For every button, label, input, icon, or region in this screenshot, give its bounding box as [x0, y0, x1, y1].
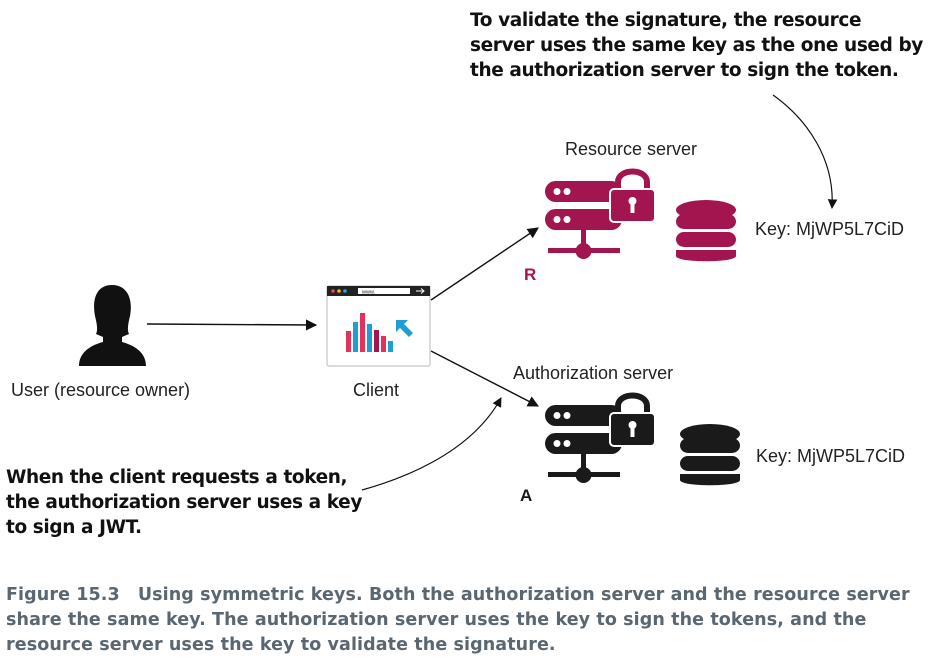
resource-lock-icon	[609, 168, 656, 223]
figure-caption-text: Using symmetric keys. Both the authoriza…	[6, 585, 910, 655]
top-note-arrow	[772, 94, 838, 209]
user-label: User (resource owner)	[11, 380, 191, 400]
browser-url-text: www.	[361, 290, 376, 296]
figure-number: Figure 15.3	[6, 585, 120, 605]
bottom-annotation: When the client requests a token, the au…	[6, 467, 362, 538]
client-to-authorization-arrow	[430, 350, 539, 407]
authorization-server-tag: A	[520, 486, 533, 505]
authorization-lock-icon	[609, 392, 656, 447]
user-to-client-arrow	[146, 319, 318, 331]
bottom-note-arrow	[361, 397, 502, 491]
authorization-server-label: Authorization server	[513, 363, 674, 383]
top-annotation: To validate the signature, the resource …	[470, 10, 923, 81]
client-label: Client	[353, 380, 400, 400]
authorization-server-icon	[545, 405, 622, 483]
user-icon	[79, 285, 146, 366]
resource-server-tag: R	[524, 265, 537, 284]
authorization-key-label: Key: MjWP5L7CiD	[756, 446, 906, 466]
resource-key-label: Key: MjWP5L7CiD	[755, 219, 905, 239]
client-to-resource-arrow	[430, 227, 539, 301]
resource-server-label: Resource server	[565, 139, 698, 159]
authorization-database-icon	[680, 424, 740, 486]
resource-server-icon	[545, 181, 622, 259]
browser-icon	[326, 285, 431, 367]
resource-database-icon	[676, 200, 736, 262]
